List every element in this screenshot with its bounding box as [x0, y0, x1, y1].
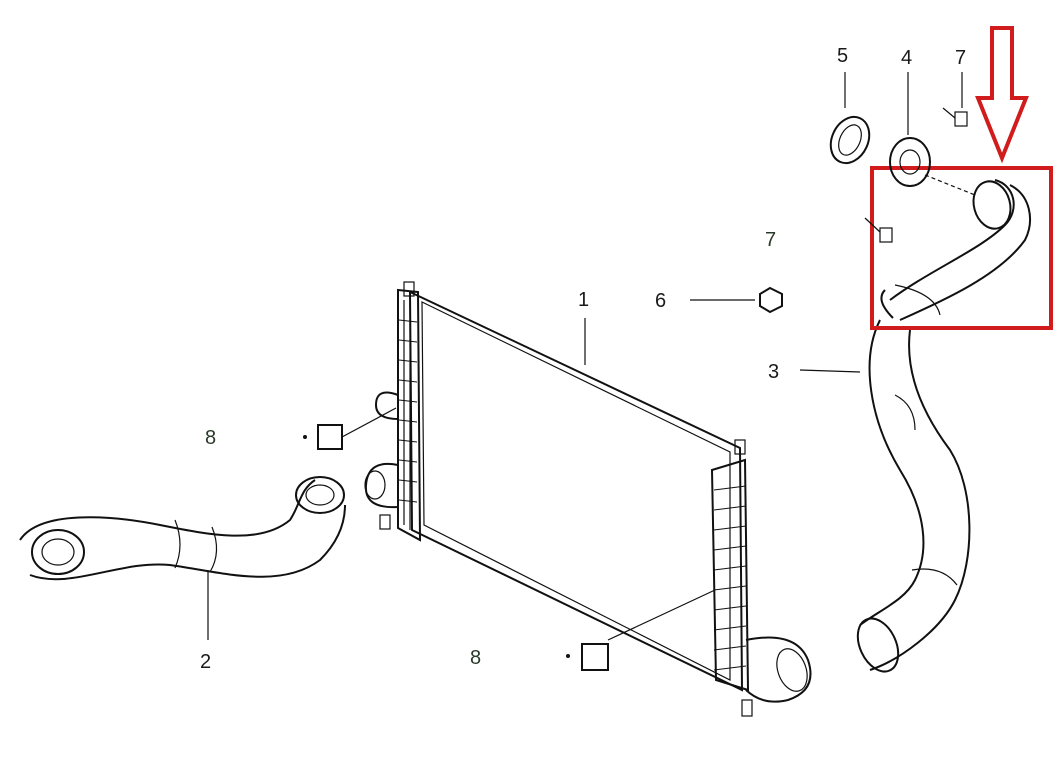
- label-part-5: 5: [837, 45, 848, 67]
- label-part-3: 3: [768, 361, 779, 383]
- label-part-6: 6: [655, 290, 666, 312]
- label-part-8-bottom: 8: [470, 647, 481, 669]
- highlighted-hose: [880, 179, 1031, 321]
- part-4-flange: [889, 72, 976, 196]
- part-7-screw-mid: [864, 217, 893, 243]
- label-part-1: 1: [578, 289, 589, 311]
- hose-3: [799, 319, 971, 673]
- label-part-8-left: 8: [205, 427, 216, 449]
- label-part-7-top: 7: [955, 47, 966, 69]
- part-8-clip-bottom: [566, 589, 716, 671]
- down-arrow-icon: [975, 26, 1029, 164]
- label-part-2: 2: [200, 651, 211, 673]
- label-part-4: 4: [901, 47, 912, 69]
- part-6-nut: [690, 286, 783, 314]
- part-5-seal: [829, 72, 871, 165]
- label-part-7-mid: 7: [765, 229, 776, 251]
- highlight-box: [870, 166, 1053, 330]
- intercooler-core: [364, 281, 812, 717]
- hose-2: [19, 476, 346, 640]
- part-8-clip-left: [303, 407, 397, 450]
- part-7-screw-top: [942, 72, 968, 127]
